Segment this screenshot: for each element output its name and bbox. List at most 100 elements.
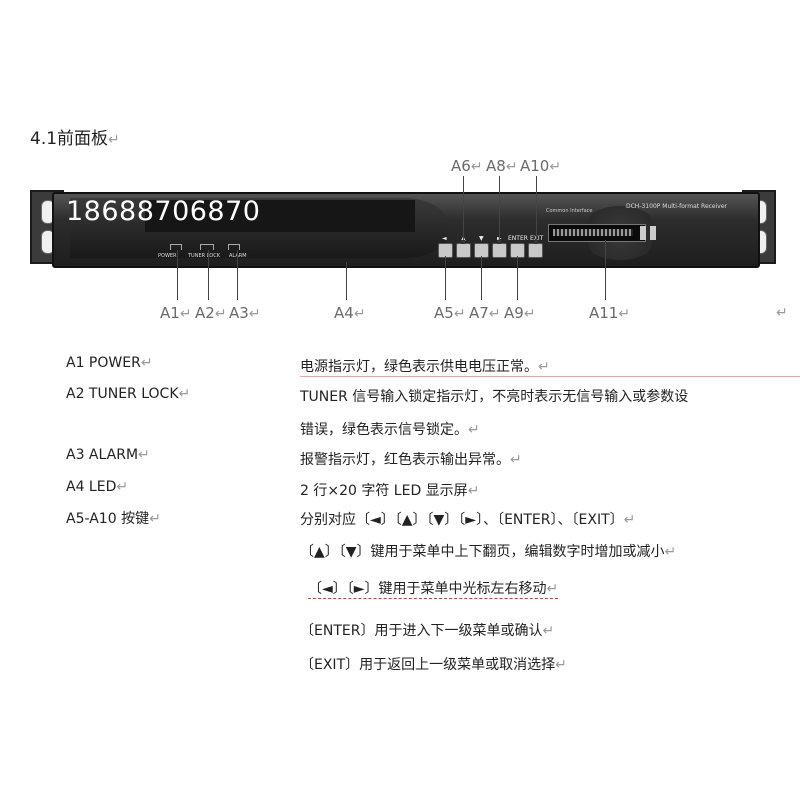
callout-a2-text: A2	[195, 304, 215, 322]
paragraph-mark: ↵	[542, 623, 555, 639]
key-note-text: 〔EXIT〕用于返回上一级菜单或取消选择	[300, 657, 556, 673]
lcd-display	[145, 200, 415, 232]
common-interface-label: Common Interface	[546, 208, 593, 214]
paragraph-mark: ↵	[467, 483, 480, 499]
callout-a9-text: A9	[504, 304, 524, 322]
section-title-text: 4.1前面板	[30, 129, 109, 149]
model-label: DCH-3100P Multi-format Receiver	[626, 203, 727, 210]
key-up-button[interactable]	[456, 243, 471, 258]
paragraph-mark: ↵	[664, 544, 677, 560]
callout-a9: A9↵	[504, 304, 536, 322]
paragraph-mark: ↵	[138, 447, 150, 463]
key-exit-button[interactable]	[528, 243, 543, 258]
row-desc-text: 分别对应〔◄〕〔▲〕〔▼〕〔►〕、〔ENTER〕、〔EXIT〕	[300, 512, 624, 528]
leader-a10	[536, 176, 537, 242]
callout-a5-text: A5	[434, 304, 454, 322]
key-note-text: 〔ENTER〕用于进入下一级菜单或确认	[300, 623, 543, 639]
row-label-a2: A2 TUNER LOCK↵	[66, 386, 190, 402]
row-desc-a5-a10: 分别对应〔◄〕〔▲〕〔▼〕〔►〕、〔ENTER〕、〔EXIT〕↵	[300, 509, 635, 529]
paragraph-mark: ↵	[538, 359, 550, 375]
callout-a1: A1↵	[160, 304, 192, 322]
paragraph-mark: ↵	[546, 581, 559, 597]
ci-card	[553, 229, 633, 236]
callout-a6: A6↵	[451, 157, 483, 175]
leader-a11	[605, 240, 606, 300]
leader-a4	[346, 262, 347, 300]
callout-a5: A5↵	[434, 304, 466, 322]
leader-dot	[534, 240, 538, 244]
paragraph-mark: ↵	[248, 306, 261, 322]
paragraph-mark: ↵	[468, 422, 480, 438]
row-desc-text: 错误，绿色表示信号锁定。	[300, 422, 468, 438]
leader-a2	[208, 250, 209, 300]
callout-a4: A4↵	[334, 304, 366, 322]
paragraph-mark: ↵	[488, 306, 501, 322]
paragraph-mark: ↵	[214, 306, 227, 322]
row-desc-a1: 电源指示灯，绿色表示供电电压正常。↵	[300, 356, 550, 376]
row-label-text: A5-A10 按键	[66, 511, 150, 527]
ci-eject-knob	[640, 226, 646, 240]
common-interface-slot	[548, 224, 646, 242]
paragraph-mark: ↵	[453, 306, 466, 322]
paragraph-mark: ↵	[108, 132, 120, 148]
paragraph-mark: ↵	[178, 386, 191, 402]
paragraph-mark: ↵	[505, 159, 518, 175]
led-bracket-alarm	[228, 244, 240, 250]
row-label-a1: A1 POWER↵	[66, 355, 153, 371]
key-note-left-right: 〔◄〕〔►〕键用于菜单中光标左右移动↵	[308, 578, 559, 599]
row-desc-text: 电源指示灯，绿色表示供电电压正常。	[300, 359, 538, 375]
callout-a3-text: A3	[229, 304, 249, 322]
key-label-left: ◄	[442, 235, 447, 242]
leader-a5	[445, 256, 446, 300]
key-note-text: 〔◄〕〔►〕键用于菜单中光标左右移动	[308, 581, 547, 597]
phone-watermark: 18688706870	[66, 196, 261, 227]
paragraph-mark: ↵	[510, 452, 522, 468]
led-bracket-power	[170, 244, 182, 250]
key-note-text: 〔▲〕〔▼〕键用于菜单中上下翻页，编辑数字时增加或减小	[300, 544, 665, 560]
row-label-a4: A4 LED↵	[66, 479, 128, 495]
section-title: 4.1前面板↵	[30, 124, 120, 149]
leader-a6	[463, 176, 464, 242]
leader-a1	[177, 250, 178, 300]
paragraph-mark: ↵	[623, 512, 636, 528]
leader-a7	[481, 256, 482, 300]
paragraph-mark: ↵	[353, 306, 366, 322]
row-label-a5-a10: A5-A10 按键↵	[66, 508, 161, 528]
tracked-change-rule	[300, 376, 800, 377]
leader-dot	[497, 240, 501, 244]
callout-a8: A8↵	[486, 157, 518, 175]
row-label-text: A2 TUNER LOCK	[66, 386, 179, 402]
key-note-exit: 〔EXIT〕用于返回上一级菜单或取消选择↵	[300, 654, 567, 674]
led-bracket-tuner	[200, 244, 214, 250]
leader-a9	[517, 256, 518, 300]
row-label-text: A1 POWER	[66, 355, 141, 371]
key-note-up-down: 〔▲〕〔▼〕键用于菜单中上下翻页，编辑数字时增加或减小↵	[300, 541, 676, 561]
ci-eject-knob	[650, 226, 656, 240]
paragraph-mark: ↵	[116, 479, 129, 495]
row-label-a3: A3 ALARM↵	[66, 447, 150, 463]
callout-a10-text: A10	[520, 157, 550, 175]
key-right-button[interactable]	[492, 243, 507, 258]
row-label-text: A3 ALARM	[66, 447, 139, 463]
row-desc-a2-cont: 错误，绿色表示信号锁定。↵	[300, 419, 480, 439]
paragraph-mark: ↵	[470, 159, 483, 175]
row-desc-a2: TUNER 信号输入锁定指示灯，不亮时表示无信号输入或参数设	[300, 389, 689, 405]
led-label-tuner-lock: TUNER LOCK	[188, 253, 220, 259]
row-label-text: A4 LED	[66, 479, 117, 495]
callout-a3: A3↵	[229, 304, 261, 322]
paragraph-mark: ↵	[549, 159, 562, 175]
row-desc-a4: 2 行×20 字符 LED 显示屏↵	[300, 480, 479, 500]
paragraph-mark: ↵	[618, 306, 631, 322]
paragraph-mark: ↵	[523, 306, 536, 322]
leader-a3	[237, 250, 238, 300]
callout-a10: A10↵	[520, 157, 561, 175]
callout-a11: A11↵	[589, 304, 630, 322]
key-label-down: ▼	[479, 235, 484, 242]
paragraph-mark: ↵	[179, 306, 192, 322]
callout-a11-text: A11	[589, 304, 619, 322]
row-desc-text: 2 行×20 字符 LED 显示屏	[300, 483, 468, 499]
callout-a4-text: A4	[334, 304, 354, 322]
callout-a6-text: A6	[451, 157, 471, 175]
row-desc-a3: 报警指示灯，红色表示输出异常。↵	[300, 449, 522, 469]
callout-a7: A7↵	[469, 304, 501, 322]
